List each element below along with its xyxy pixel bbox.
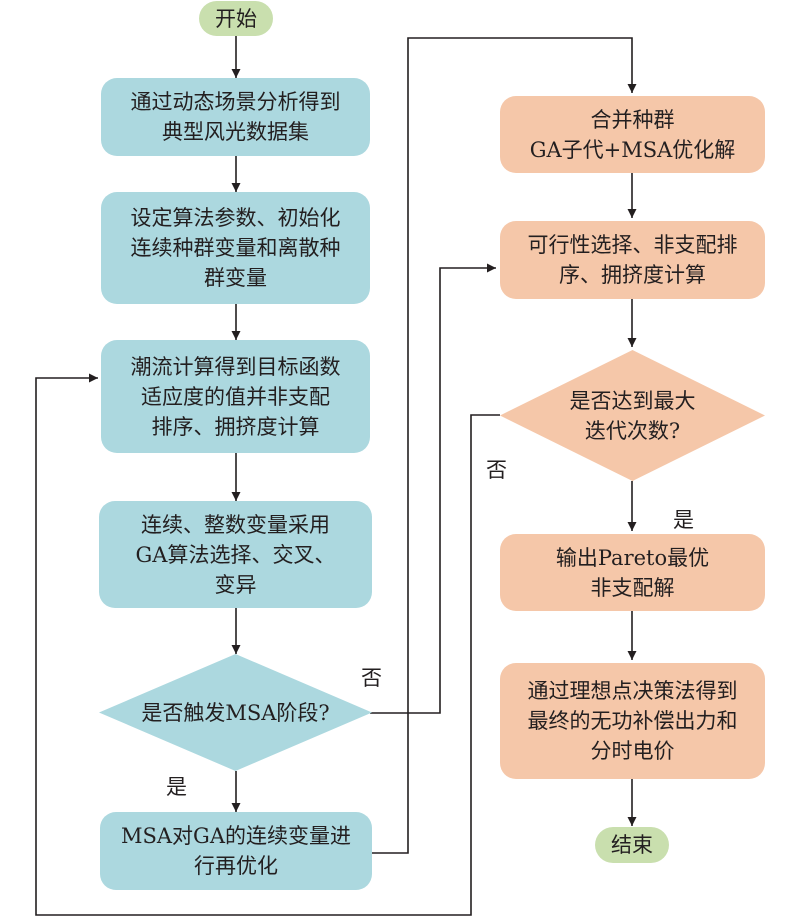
msa-trigger-no-label: 否: [361, 666, 382, 690]
feasibility-label: 可行性选择、非支配排 序、拥挤度计算: [527, 233, 738, 287]
msa-trigger-yes-label: 是: [166, 775, 187, 799]
end-node: 结束: [595, 827, 669, 863]
init-box: 设定算法参数、初始化 连续种群变量和离散种 群变量: [101, 192, 370, 304]
max-iteration-diamond-shape: [500, 350, 765, 481]
edge-maxiter-no: [35, 373, 500, 916]
pareto-output-label: 输出Pareto最优 非支配解: [555, 545, 710, 600]
ga-operators-box: 连续、整数变量采用 GA算法选择、交叉、 变异: [99, 501, 372, 608]
init-label: 设定算法参数、初始化 连续种群变量和离散种 群变量: [130, 206, 341, 290]
power-flow-box: 潮流计算得到目标函数 适应度的值并非支配 排序、拥挤度计算: [101, 340, 370, 453]
msa-reopt-box: MSA对GA的连续变量进 行再优化: [100, 812, 372, 890]
edge-msareopt-to-merge: [372, 37, 637, 854]
power-flow-label: 潮流计算得到目标函数 适应度的值并非支配 排序、拥挤度计算: [130, 354, 341, 439]
max-iteration-yes-label: 是: [673, 508, 694, 532]
ideal-point-label: 通过理想点决策法得到 最终的无功补偿出力和 分时电价: [527, 679, 738, 763]
msa-reopt-label: MSA对GA的连续变量进 行再优化: [121, 824, 351, 878]
feasibility-box: 可行性选择、非支配排 序、拥挤度计算: [500, 221, 765, 299]
max-iteration-decision: 是否达到最大 迭代次数?: [500, 350, 765, 481]
ga-operators-label: 连续、整数变量采用 GA算法选择、交叉、 变异: [135, 512, 336, 597]
merge-population-label: 合并种群 GA子代+MSA优化解: [529, 107, 736, 162]
edge-msatrigger-no: [370, 263, 496, 714]
scene-analysis-label: 通过动态场景分析得到 典型风光数据集: [130, 90, 341, 144]
start-label: 开始: [215, 6, 257, 31]
pareto-output-box: 输出Pareto最优 非支配解: [500, 534, 765, 611]
ideal-point-box: 通过理想点决策法得到 最终的无功补偿出力和 分时电价: [500, 663, 765, 779]
msa-trigger-label: 是否触发MSA阶段?: [141, 700, 330, 725]
max-iteration-label: 是否达到最大 迭代次数?: [569, 388, 696, 443]
msa-trigger-diamond-shape: [99, 654, 372, 771]
start-node: 开始: [199, 1, 273, 36]
end-label: 结束: [611, 833, 653, 857]
merge-population-box: 合并种群 GA子代+MSA优化解: [500, 96, 765, 173]
scene-analysis-box: 通过动态场景分析得到 典型风光数据集: [101, 78, 370, 156]
max-iteration-no-label: 否: [486, 458, 507, 482]
msa-trigger-decision: 是否触发MSA阶段?: [99, 654, 372, 771]
